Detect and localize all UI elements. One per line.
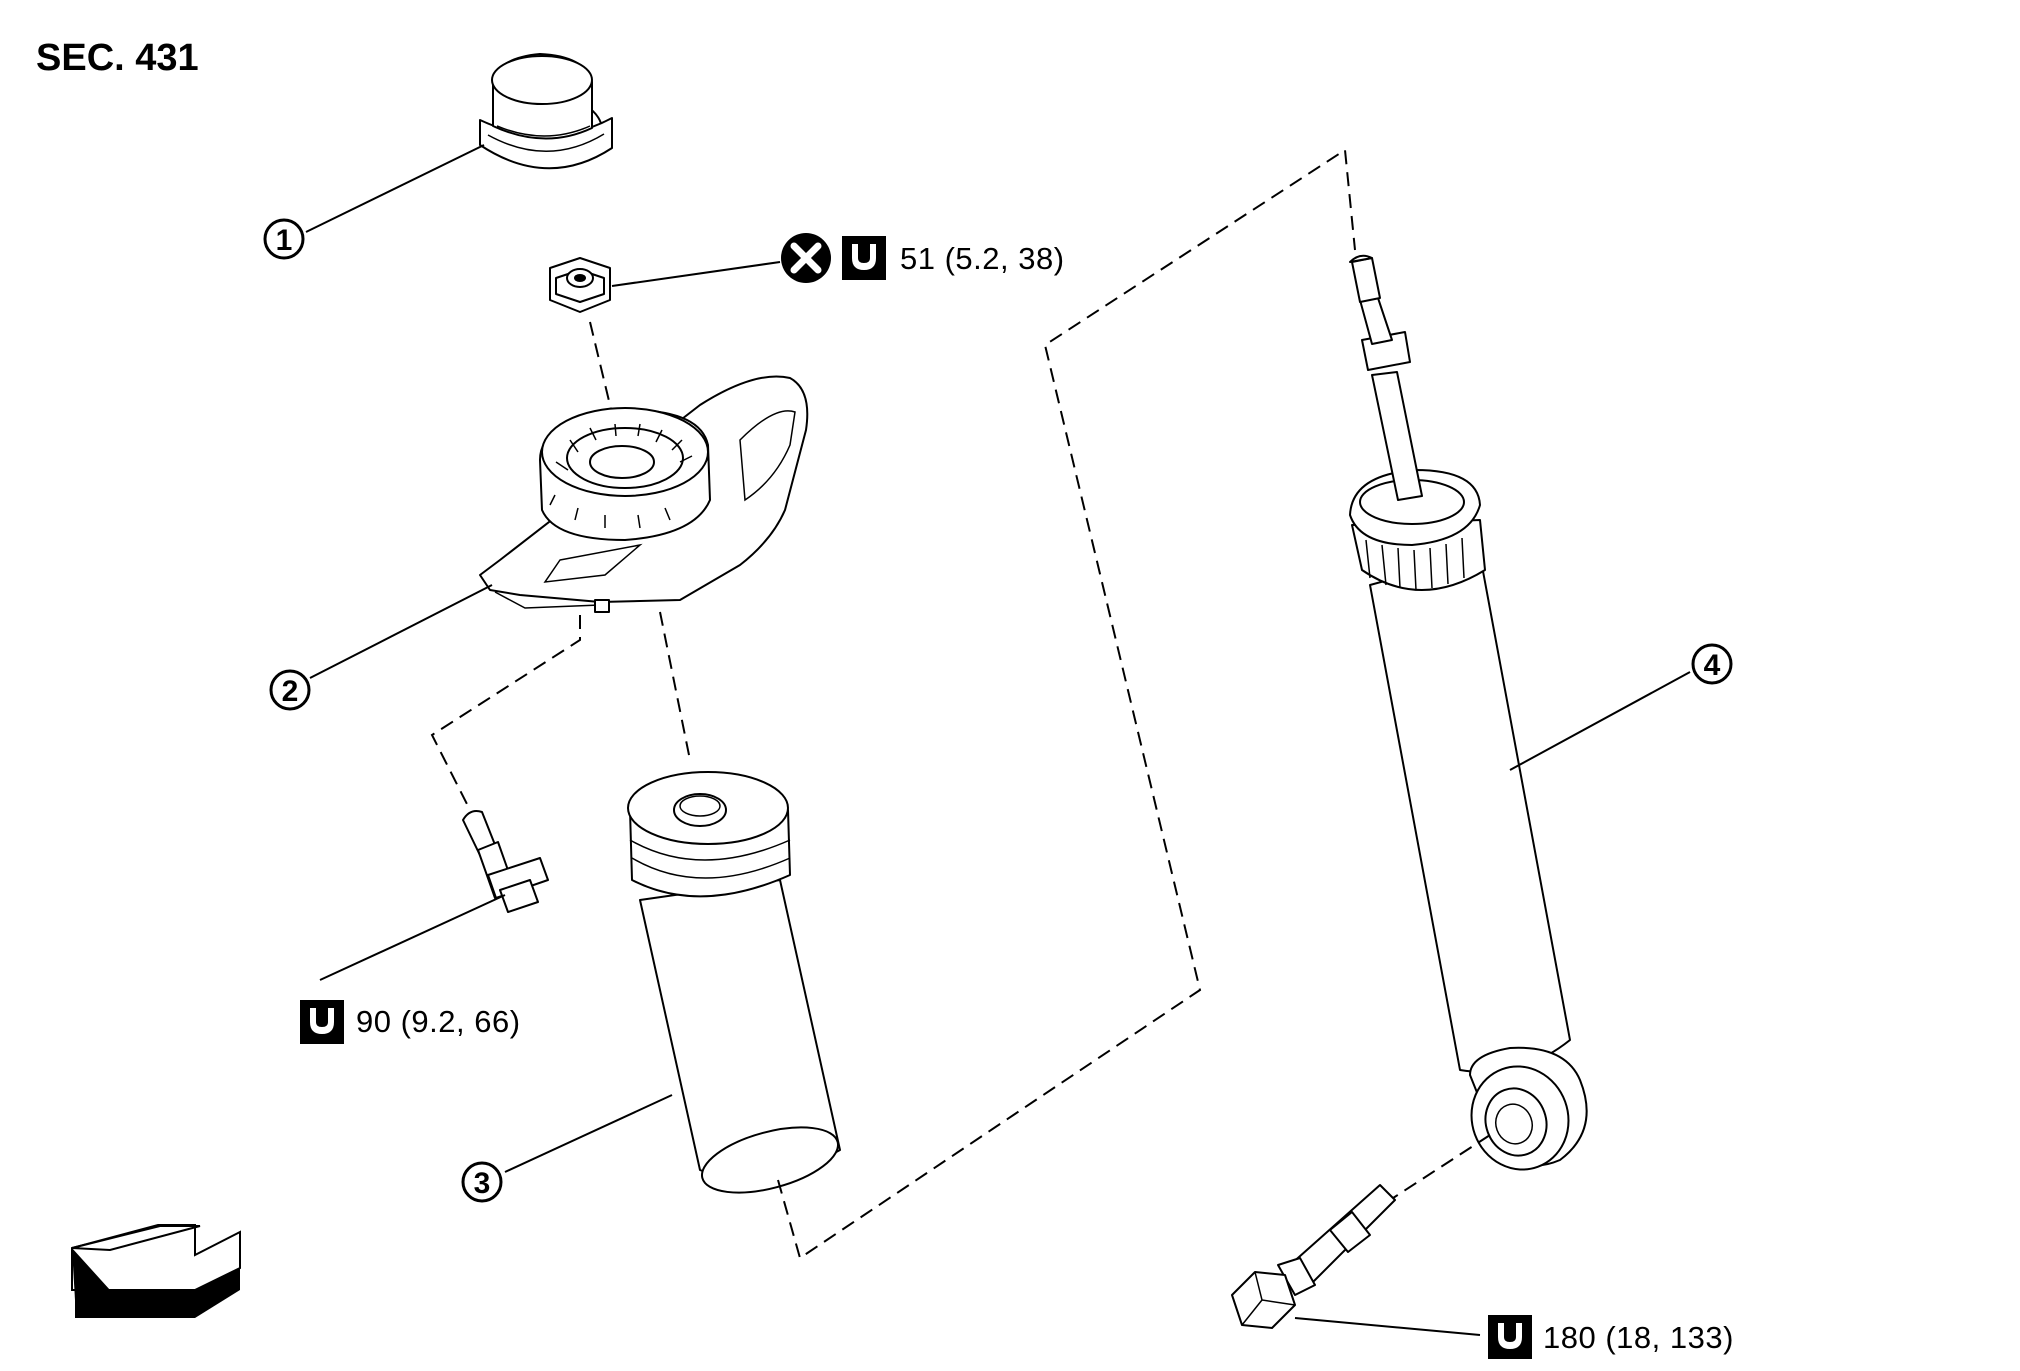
- leader-4: [1509, 671, 1691, 771]
- torque-lower-bolt: 180 (18, 133): [1543, 1320, 1734, 1355]
- bound-bumper-boot-part: [627, 771, 841, 1194]
- bumper-cap-part: [479, 53, 613, 170]
- wrench-icon: [1488, 1315, 1532, 1359]
- svg-text:2: 2: [282, 675, 299, 708]
- callout-2: 2: [269, 669, 311, 711]
- leader-1: [305, 144, 485, 233]
- torque-mount-bolt: 90 (9.2, 66): [356, 1004, 521, 1039]
- guide-eye-to-bolt: [1389, 1134, 1491, 1201]
- guide-mount-to-boot: [659, 611, 691, 761]
- svg-text:3: 3: [474, 1167, 491, 1200]
- upper-mount-part: [479, 375, 809, 613]
- leader-3: [504, 1094, 673, 1173]
- lower-bolt-part: [1231, 1184, 1396, 1329]
- leader-2: [309, 584, 493, 679]
- svg-text:4: 4: [1704, 649, 1721, 682]
- svg-text:1: 1: [276, 224, 293, 257]
- callout-3: 3: [461, 1161, 503, 1203]
- x-circle-icon: [781, 233, 831, 283]
- callout-1: 1: [263, 218, 305, 260]
- wrench-icon: [842, 236, 886, 280]
- mount-nut-part: [549, 257, 611, 313]
- section-label: SEC. 431: [36, 37, 199, 79]
- torque-mount-nut: 51 (5.2, 38): [900, 241, 1065, 276]
- guide-mount-to-bolt: [430, 615, 581, 811]
- front-arrow-icon: [71, 1224, 241, 1318]
- leader-nut: [611, 261, 781, 287]
- wrench-icon: [300, 1000, 344, 1044]
- callout-4: 4: [1691, 643, 1733, 685]
- mount-bolt-part: [462, 810, 549, 913]
- leader-bolt: [319, 894, 506, 981]
- guide-boot-to-shock: [777, 148, 1356, 1260]
- shock-absorber-part: [1349, 254, 1588, 1171]
- leader-lower-bolt: [1294, 1317, 1481, 1336]
